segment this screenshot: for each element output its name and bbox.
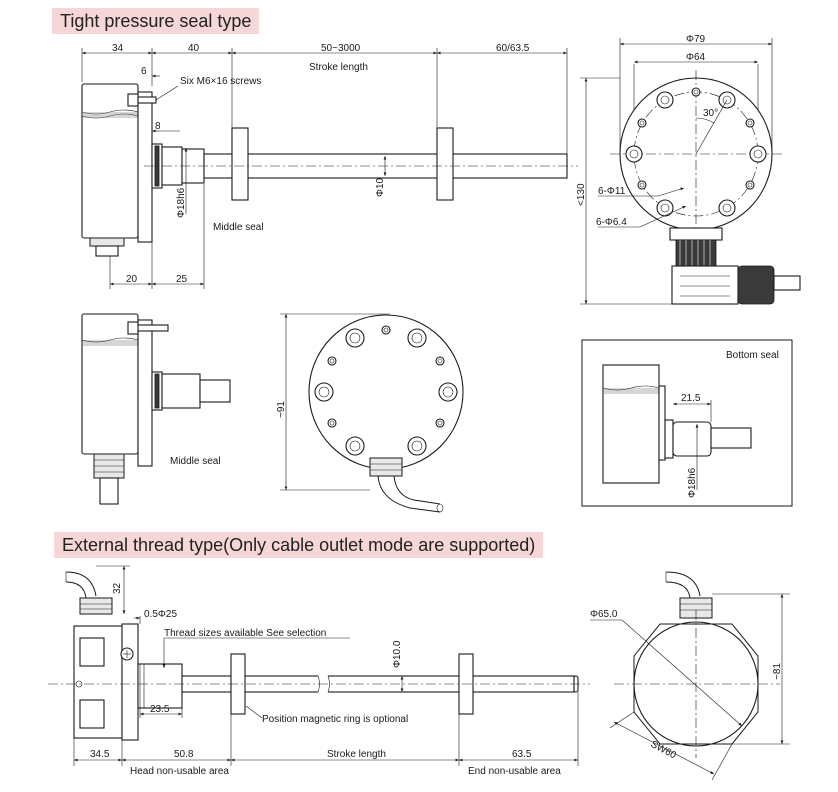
dim-23-5: 23.5 — [150, 704, 170, 715]
stroke-label-2: Stroke length — [327, 749, 386, 760]
dim-end: 60/63.5 — [496, 43, 530, 54]
dim-91: ~91 — [276, 401, 287, 418]
dim-50-8: 50.8 — [174, 749, 194, 760]
holes-64: 6-Φ6.4 — [596, 217, 627, 228]
dim-20: 20 — [126, 274, 138, 285]
dim-64: Φ64 — [686, 52, 706, 63]
dim-18h6-2: Φ18h6 — [687, 467, 698, 498]
middle-seal-label: Middle seal — [213, 222, 264, 233]
dim-stroke: 50~3000 — [321, 43, 361, 54]
stroke-label: Stroke length — [309, 62, 368, 73]
section-title-external: External thread type(Only cable outlet m… — [54, 532, 544, 558]
flange-front-view: Φ79 Φ64 30° 6-Φ — [576, 34, 801, 305]
dim-34: 34 — [112, 43, 124, 54]
dim-79: Φ79 — [686, 34, 706, 45]
magnet-note: Position magnetic ring is optional — [262, 714, 408, 725]
dim-63-5: 63.5 — [512, 749, 532, 760]
dim-6: 6 — [141, 66, 147, 77]
dim-30: 30° — [703, 108, 718, 119]
dim-130: <130 — [576, 183, 587, 206]
dim-10-0: Φ10.0 — [392, 640, 403, 668]
bottom-seal-view: Bottom seal 21.5 Φ18h6 — [581, 339, 793, 507]
dim-8: 8 — [155, 121, 161, 132]
dim-40: 40 — [188, 43, 200, 54]
external-thread-side-view: 32 0.5Φ25 Thread sizes available See sel… — [48, 565, 590, 777]
dim-0-5-25: 0.5Φ25 — [144, 609, 177, 620]
bottom-seal-label: Bottom seal — [726, 350, 779, 361]
cable-front-view: ~91 — [276, 313, 464, 513]
dim-10: Φ10 — [375, 177, 386, 197]
hex-front-view: Φ65.0 ~81 SW60 — [590, 571, 790, 781]
holes-11: 6-Φ11 — [598, 186, 626, 197]
dim-65: Φ65.0 — [590, 609, 618, 620]
rod-side-view: 34 40 50~3000 Stroke length 60/63.5 6 Si… — [81, 43, 578, 289]
cable-side-view: Middle seal — [81, 313, 231, 505]
dim-32: 32 — [112, 582, 123, 594]
dim-34-5: 34.5 — [90, 749, 110, 760]
section-title-tight: Tight pressure seal type — [52, 8, 260, 34]
middle-seal-label-2: Middle seal — [170, 456, 221, 467]
screws-note: Six M6×16 screws — [180, 76, 261, 87]
dim-25: 25 — [176, 274, 188, 285]
thread-note: Thread sizes available See selection — [164, 628, 326, 639]
dim-18h6: Φ18h6 — [176, 187, 187, 218]
end-area-label: End non-usable area — [468, 766, 561, 777]
dim-21-5: 21.5 — [681, 393, 701, 404]
dim-81: ~81 — [772, 663, 783, 680]
head-area-label: Head non-usable area — [130, 766, 229, 777]
